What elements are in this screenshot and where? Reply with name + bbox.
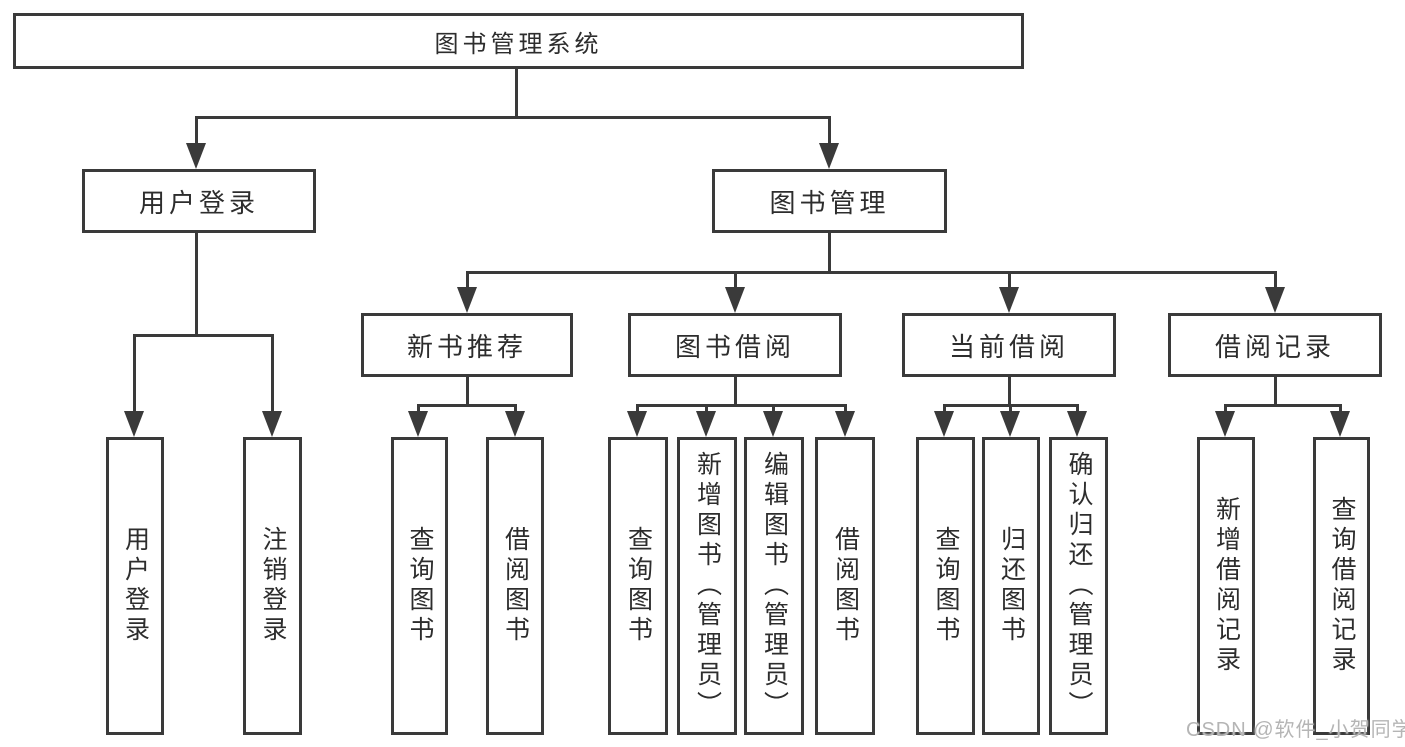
node-current-borrow: 当前借阅 (902, 313, 1116, 377)
connector-records-hline (1224, 404, 1342, 407)
arrow-down-icon (934, 411, 954, 437)
arrow-down-icon (408, 411, 428, 437)
leaf-query-borrow-record: 查询借阅记录 (1313, 437, 1370, 735)
connector-borrow-hline (636, 404, 847, 407)
connector-borrow-drop1 (636, 404, 639, 413)
arrow-down-icon (763, 411, 783, 437)
arrow-down-icon (627, 411, 647, 437)
node-new-book-recommend: 新书推荐 (361, 313, 573, 377)
leaf-confirm-return-admin: 确认归还（管理员） (1049, 437, 1108, 735)
connector-current-drop3 (1076, 404, 1079, 413)
node-borrow-records: 借阅记录 (1168, 313, 1382, 377)
connector-borrow-drop2 (705, 404, 708, 413)
connector-userlogin-vline (195, 233, 198, 336)
connector-root-drop-left (195, 116, 198, 146)
connector-current-drop1 (943, 404, 946, 413)
arrow-down-icon (186, 143, 206, 169)
arrow-down-icon (835, 411, 855, 437)
leaf-borrow-books-borrow: 借阅图书 (815, 437, 875, 735)
leaf-add-borrow-record: 新增借阅记录 (1197, 437, 1255, 735)
leaf-return-books: 归还图书 (982, 437, 1040, 735)
connector-current-vline (1008, 377, 1011, 406)
connector-borrow-vline (734, 377, 737, 406)
connector-recommend-drop2 (514, 404, 517, 413)
leaf-add-book-admin: 新增图书（管理员） (677, 437, 737, 735)
arrow-down-icon (505, 411, 525, 437)
arrow-down-icon (819, 143, 839, 169)
leaf-borrow-books-recommend: 借阅图书 (486, 437, 544, 735)
arrow-down-icon (1067, 411, 1087, 437)
arrow-down-icon (124, 411, 144, 437)
leaf-query-books-current: 查询图书 (916, 437, 975, 735)
csdn-watermark: CSDN @软件_小贺同学 (1186, 719, 1405, 741)
connector-recommend-vline (466, 377, 469, 406)
connector-userlogin-drop2 (271, 334, 274, 413)
node-root-system: 图书管理系统 (13, 13, 1024, 69)
connector-bookmgmt-vline (828, 233, 831, 273)
node-book-borrow: 图书借阅 (628, 313, 842, 377)
connector-bookmgmt-drop1 (466, 271, 469, 289)
connector-records-drop2 (1339, 404, 1342, 413)
arrow-down-icon (725, 287, 745, 313)
connector-bookmgmt-drop4 (1274, 271, 1277, 289)
node-book-management: 图书管理 (712, 169, 947, 233)
connector-root-vline (515, 68, 518, 118)
connector-userlogin-hline (133, 334, 274, 337)
leaf-query-books-borrow: 查询图书 (608, 437, 668, 735)
leaf-query-books-recommend: 查询图书 (391, 437, 448, 735)
connector-bookmgmt-hline (466, 271, 1277, 274)
connector-borrow-drop4 (844, 404, 847, 413)
connector-recommend-hline (417, 404, 517, 407)
arrow-down-icon (999, 287, 1019, 313)
connector-bookmgmt-drop2 (734, 271, 737, 289)
arrow-down-icon (696, 411, 716, 437)
node-user-login: 用户登录 (82, 169, 316, 233)
arrow-down-icon (1215, 411, 1235, 437)
connector-records-drop1 (1224, 404, 1227, 413)
connector-userlogin-drop1 (133, 334, 136, 413)
arrow-down-icon (1265, 287, 1285, 313)
arrow-down-icon (457, 287, 477, 313)
connector-records-vline (1274, 377, 1277, 406)
leaf-logout-login: 注销登录 (243, 437, 302, 735)
arrow-down-icon (1330, 411, 1350, 437)
connector-root-drop-right (828, 116, 831, 146)
connector-recommend-drop1 (417, 404, 420, 413)
connector-bookmgmt-drop3 (1008, 271, 1011, 289)
connector-root-hline (195, 116, 831, 119)
leaf-user-login: 用户登录 (106, 437, 164, 735)
arrow-down-icon (1000, 411, 1020, 437)
connector-current-drop2 (1009, 404, 1012, 413)
leaf-edit-book-admin: 编辑图书（管理员） (744, 437, 804, 735)
connector-borrow-drop3 (772, 404, 775, 413)
arrow-down-icon (262, 411, 282, 437)
